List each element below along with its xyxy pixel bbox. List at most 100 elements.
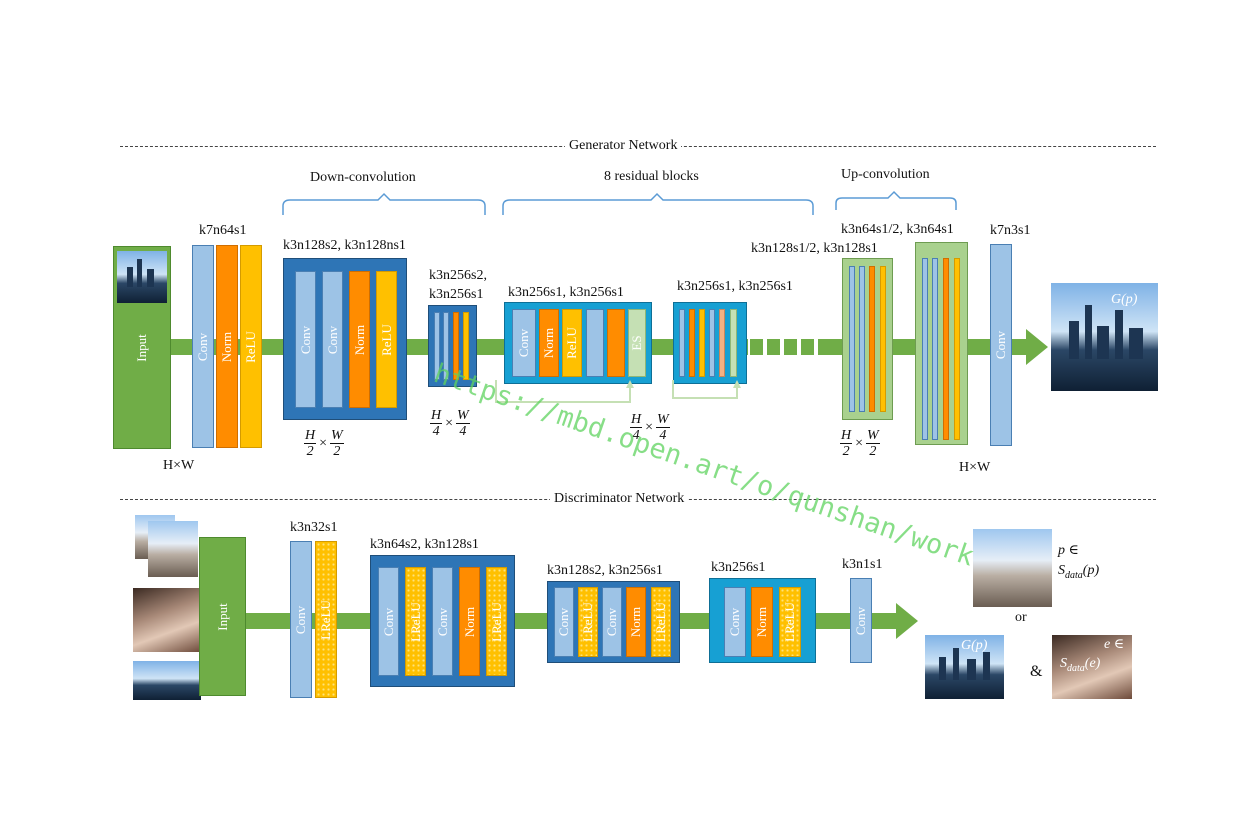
down1-norm: Norm [349,271,370,408]
discriminator-title: Discriminator Network [550,491,689,507]
up1-label-b: k3n128s1/2, k3n128s1 [751,241,878,256]
disc-output-real-image [973,529,1052,607]
residual2-es [730,309,737,377]
residual2-skip [672,380,741,399]
generator-flow-segment [801,339,814,355]
up2-relu [954,258,960,440]
generator-flow-segment [784,339,797,355]
disc-layer2-norm: Norm [459,567,480,676]
disc-layer4-label: k3n256s1 [711,560,766,575]
residual1-label: k3n256s1, k3n256s1 [508,285,624,300]
group-braces [282,190,957,215]
disc-layer2-lrelu-a: LReLU [405,567,426,676]
up1-conv-b [859,266,865,412]
generator-output-arrow [1026,329,1048,365]
up1-relu [880,266,886,412]
disc-output-e-set: Sdata(e) [1060,656,1101,674]
disc-input-image-3 [133,588,201,652]
up2-norm [943,258,949,440]
residual2-label: k3n256s1, k3n256s1 [677,279,793,294]
disc-layer1-conv: Conv [290,541,312,698]
residual2-conv-a [679,309,685,377]
residual1-es: ES [628,309,646,377]
discriminator-output-arrow [896,603,918,639]
residual2-relu [699,309,705,377]
disc-layer4-conv: Conv [724,587,746,657]
up1-norm [869,266,875,412]
disc-output-g-label: G(p) [961,638,988,653]
residual2-conv-b [709,309,715,377]
generator-input-size: H×W [163,458,195,473]
generator-flow-segment [767,339,780,355]
down2-conv-a [434,312,440,380]
down2-label-b: k3n256s1 [429,287,484,302]
output-conv: Conv [990,244,1012,446]
generator-flow-segment [750,339,763,355]
residual1-norm-b [607,309,625,377]
down-brace [282,192,486,215]
layer1-conv: Conv [192,245,214,448]
down2-label-a: k3n256s2, [429,268,487,283]
generator-output-image [1051,283,1158,391]
disc-layer2-conv-a: Conv [378,567,399,676]
up2-conv-a [922,258,928,440]
disc-layer4-lrelu: LReLU [779,587,801,657]
up1-label-a: k3n64s1/2, k3n64s1 [841,222,954,237]
generator-title: Generator Network [565,138,682,154]
up1-conv-a [849,266,855,412]
disc-layer2-conv-b: Conv [432,567,453,676]
discriminator-input-label: Input [214,602,230,631]
disc-output-p-set: Sdata(p) [1058,563,1100,581]
residual-group-label: 8 residual blocks [604,169,699,184]
output-conv-label: k7n3s1 [990,223,1031,238]
disc-layer1-label: k3n32s1 [290,520,338,535]
disc-output-amp: & [1030,663,1043,680]
residual2-norm-a [689,309,695,377]
disc-input-image-4 [133,661,201,700]
down2-conv-b [443,312,449,380]
residual1-conv-b [586,309,604,377]
residual1-relu: ReLU [562,309,582,377]
discriminator-input-block: Input [199,537,246,696]
up2-conv-b [932,258,938,440]
generator-input-label: Input [134,333,149,362]
residual1-conv-a: Conv [512,309,536,377]
layer1-norm: Norm [216,245,238,448]
up-brace [835,190,957,210]
disc-layer3-norm: Norm [626,587,646,657]
residual-brace [502,192,814,215]
down2-relu [463,312,469,380]
residual1-norm: Norm [539,309,559,377]
disc-layer3-lrelu-a: LReLU [578,587,598,657]
disc-layer5-conv: Conv [850,578,872,663]
down2-norm [453,312,459,380]
down1-label: k3n128s2, k3n128ns1 [283,238,406,253]
disc-layer5-label: k3n1s1 [842,557,883,572]
disc-layer4-norm: Norm [751,587,773,657]
disc-layer3-conv-a: Conv [554,587,574,657]
down1-conv-a: Conv [295,271,316,408]
disc-output-generated-image [925,635,1004,699]
disc-layer3-conv-b: Conv [602,587,622,657]
residual1-skip [495,380,634,403]
residual2-norm-b [719,309,725,377]
disc-output-edge-image [1052,635,1132,699]
input-thumbnail-image [117,251,167,303]
layer1-label: k7n64s1 [199,223,247,238]
disc-output-p-label: p ∈ [1058,543,1079,558]
disc-layer1-lrelu: LReLU [315,541,337,698]
disc-layer2-label: k3n64s2, k3n128s1 [370,537,479,552]
disc-layer2-lrelu-b: LReLU [486,567,507,676]
down-group-label: Down-convolution [310,170,416,185]
down1-conv-b: Conv [322,271,343,408]
disc-output-e-label: e ∈ [1104,637,1125,652]
down1-relu: ReLU [376,271,397,408]
generator-output-label: G(p) [1111,292,1138,307]
generator-output-size: H×W [959,460,991,475]
disc-output-or: or [1015,610,1027,625]
up-group-label: Up-convolution [841,167,930,182]
